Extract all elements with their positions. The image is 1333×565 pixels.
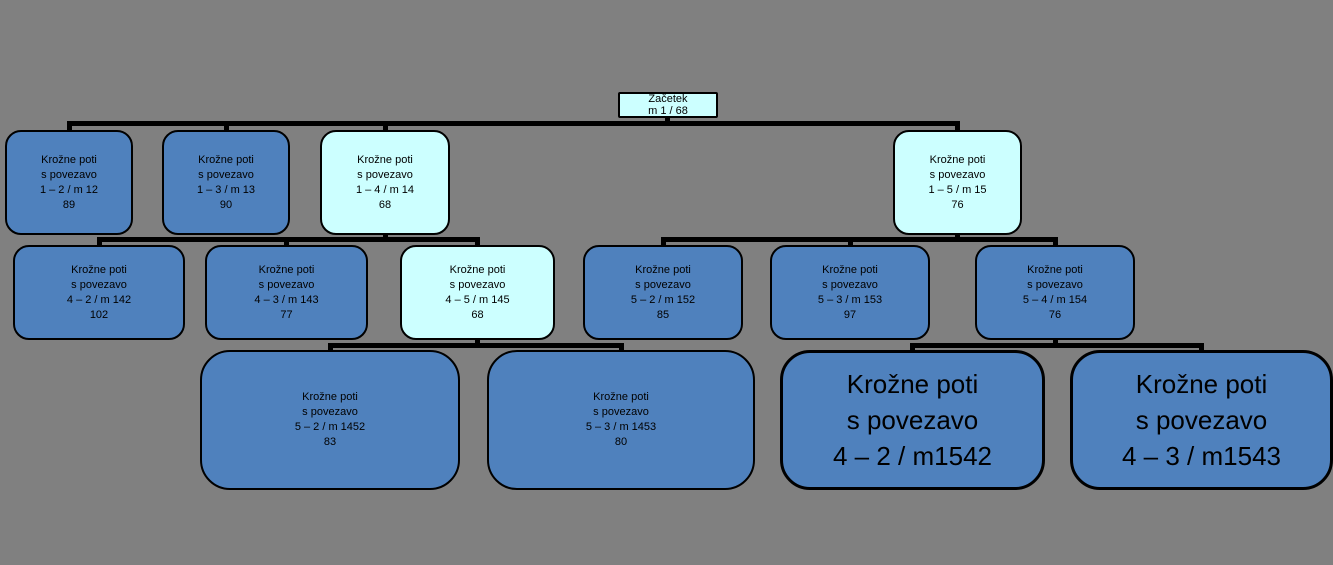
node-line: Krožne poti <box>302 391 358 403</box>
connector-m14-to-m145 <box>475 237 480 245</box>
node-value: 97 <box>843 308 857 321</box>
tree-node-m14: Krožne poti s povezavo 1 – 4 / m 14 68 <box>320 130 450 235</box>
connector-root-to-m12 <box>67 121 72 130</box>
node-line: 4 – 5 / m 145 <box>445 293 510 306</box>
node-line: s povezavo <box>71 278 127 291</box>
node-line: Krožne poti <box>198 153 254 166</box>
connector-m145-to-m1453 <box>619 343 624 350</box>
connector-root-to-m13 <box>224 121 229 130</box>
connector-m15-bar <box>661 237 1057 242</box>
node-line: s povezavo <box>41 168 97 181</box>
tree-node-m1452: Krožne poti s povezavo 5 – 2 / m 1452 83 <box>200 350 460 490</box>
node-line: 1 – 3 / m 13 <box>196 183 256 196</box>
node-subtitle: m 1 / 68 <box>648 105 688 117</box>
node-value: 89 <box>62 198 76 211</box>
connector-m145-to-m1452 <box>328 343 333 350</box>
tree-node-m154: Krožne poti s povezavo 5 – 4 / m 154 76 <box>975 245 1135 340</box>
node-line: s povezavo <box>258 278 315 291</box>
node-line: Krožne poti <box>1135 369 1268 399</box>
node-line: 5 – 3 / m 1453 <box>585 421 657 433</box>
node-line: 1 – 2 / m 12 <box>39 183 99 196</box>
node-line: 5 – 2 / m 1452 <box>294 421 366 433</box>
node-line: Krožne poti <box>846 369 979 399</box>
node-line: s povezavo <box>929 168 986 181</box>
node-value: 68 <box>378 198 392 211</box>
connector-root-to-m14 <box>383 121 388 130</box>
node-line: s povezavo <box>822 278 878 291</box>
node-line: Krožne poti <box>929 153 986 166</box>
connector-m145-bar <box>328 343 623 348</box>
connector-root-bar <box>67 121 960 126</box>
connector-m15-to-m152 <box>661 237 666 245</box>
node-title: Začetek <box>648 93 688 105</box>
tree-node-m152: Krožne poti s povezavo 5 – 2 / m 152 85 <box>583 245 743 340</box>
node-value: 77 <box>280 308 293 321</box>
node-line: 5 – 3 / m 153 <box>817 293 883 306</box>
tree-node-m1542: Krožne poti s povezavo 4 – 2 / m1542 <box>780 350 1045 490</box>
connector-m15-to-m154 <box>1053 237 1058 245</box>
node-line: Krožne poti <box>258 263 315 276</box>
node-line: Krožne poti <box>71 263 127 276</box>
node-line: s povezavo <box>1135 405 1268 435</box>
node-line: 5 – 2 / m 152 <box>630 293 696 306</box>
tree-node-m145: Krožne poti s povezavo 4 – 5 / m 145 68 <box>400 245 555 340</box>
tree-node-m15: Krožne poti s povezavo 1 – 5 / m 15 76 <box>893 130 1022 235</box>
connector-m14-to-m142 <box>97 237 102 245</box>
node-line: 4 – 2 / m 142 <box>66 293 132 306</box>
node-line: Krožne poti <box>41 153 97 166</box>
tree-node-m142: Krožne poti s povezavo 4 – 2 / m 142 102 <box>13 245 185 340</box>
node-line: 4 – 2 / m1542 <box>833 441 992 471</box>
connector-m154-bar <box>910 343 1203 348</box>
node-line: s povezavo <box>635 278 691 291</box>
node-line: Krožne poti <box>822 263 878 276</box>
node-value: 76 <box>951 198 964 211</box>
node-line: s povezavo <box>593 406 649 418</box>
node-line: s povezavo <box>357 168 413 181</box>
node-line: 1 – 5 / m 15 <box>928 183 987 196</box>
connector-m154-to-m1543 <box>1199 343 1204 350</box>
tree-node-m12: Krožne poti s povezavo 1 – 2 / m 12 89 <box>5 130 133 235</box>
tree-node-m13: Krožne poti s povezavo 1 – 3 / m 13 90 <box>162 130 290 235</box>
node-line: Krožne poti <box>593 391 649 403</box>
node-value: 102 <box>89 308 109 321</box>
node-line: 4 – 3 / m 143 <box>254 293 319 306</box>
node-line: Krožne poti <box>635 263 691 276</box>
node-value: 68 <box>471 308 484 321</box>
node-line: s povezavo <box>846 405 979 435</box>
node-value: 83 <box>323 436 337 448</box>
node-line: 1 – 4 / m 14 <box>355 183 415 196</box>
connector-m154-to-m1542 <box>910 343 915 350</box>
node-line: Krožne poti <box>449 263 506 276</box>
connector-root-to-m15 <box>955 121 960 130</box>
node-line: Krožne poti <box>357 153 413 166</box>
tree-node-m143: Krožne poti s povezavo 4 – 3 / m 143 77 <box>205 245 368 340</box>
node-value: 76 <box>1048 308 1062 321</box>
node-line: Krožne poti <box>1027 263 1083 276</box>
tree-node-m153: Krožne poti s povezavo 5 – 3 / m 153 97 <box>770 245 930 340</box>
tree-node-m1543: Krožne poti s povezavo 4 – 3 / m1543 <box>1070 350 1333 490</box>
connector-m15-to-m153 <box>848 237 853 245</box>
node-line: s povezavo <box>1027 278 1083 291</box>
connector-m14-to-m143 <box>284 237 289 245</box>
tree-node-start: Začetek m 1 / 68 <box>618 92 718 118</box>
node-line: 5 – 4 / m 154 <box>1022 293 1088 306</box>
tree-node-m1453: Krožne poti s povezavo 5 – 3 / m 1453 80 <box>487 350 755 490</box>
node-line: s povezavo <box>302 406 358 418</box>
node-line: s povezavo <box>449 278 506 291</box>
node-value: 80 <box>614 436 628 448</box>
node-value: 90 <box>219 198 233 211</box>
node-line: 4 – 3 / m1543 <box>1122 441 1281 471</box>
node-value: 85 <box>656 308 670 321</box>
node-line: s povezavo <box>198 168 254 181</box>
